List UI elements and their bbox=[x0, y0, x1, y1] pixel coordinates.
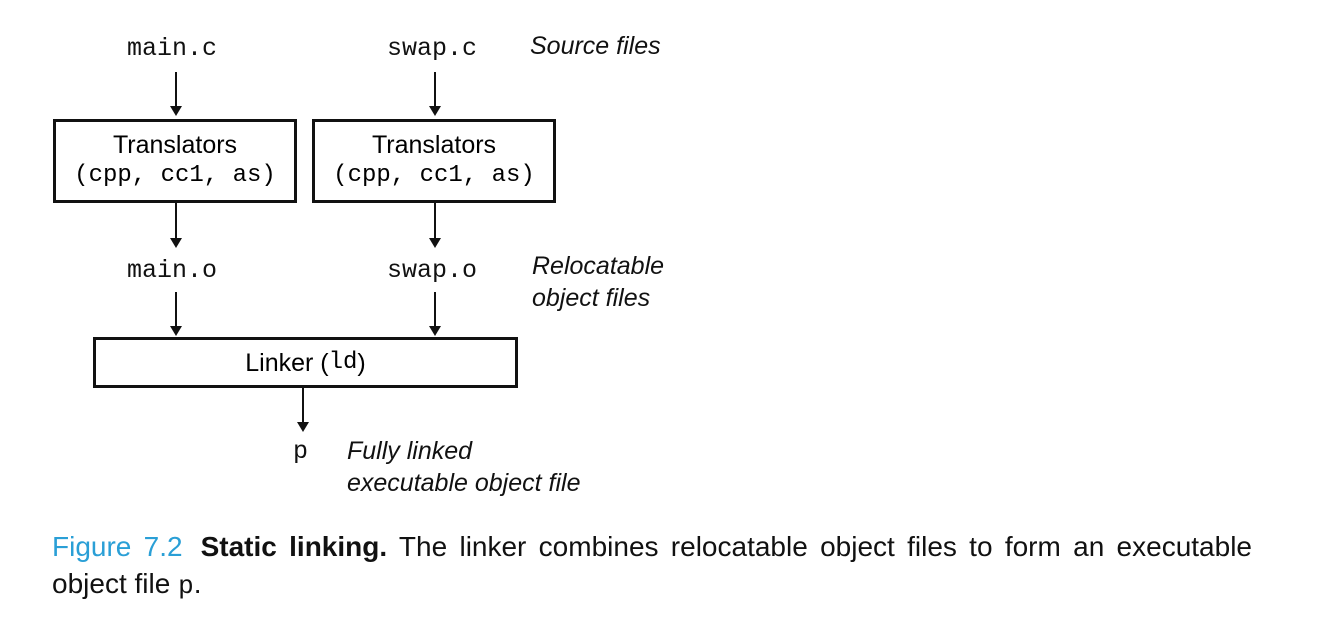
caption-code: p bbox=[178, 571, 194, 601]
file-p: p bbox=[293, 437, 309, 466]
note-source-files: Source files bbox=[530, 32, 661, 60]
translator-box-main: Translators (cpp, cc1, as) bbox=[53, 119, 297, 203]
linker-tool: ld bbox=[328, 348, 358, 376]
figure-number: Figure 7.2 bbox=[52, 531, 183, 562]
figure-caption: Figure 7.2 Static linking. The linker com… bbox=[52, 528, 1252, 605]
caption-title: Static linking. bbox=[200, 531, 388, 562]
translator-tools: (cpp, cc1, as) bbox=[74, 162, 276, 189]
note-executable-1: Fully linked bbox=[347, 437, 473, 465]
translator-tools: (cpp, cc1, as) bbox=[333, 162, 535, 189]
caption-text: The linker combines relocatable object f… bbox=[52, 531, 1252, 599]
caption-end: . bbox=[193, 568, 202, 599]
linker-label: Linker ( bbox=[245, 348, 329, 377]
note-relocatable-2: object files bbox=[532, 284, 651, 312]
file-main-c: main.c bbox=[127, 34, 218, 63]
translator-title: Translators bbox=[112, 131, 238, 159]
translator-title: Translators bbox=[371, 131, 497, 159]
note-executable-2: executable object file bbox=[347, 469, 581, 497]
translator-box-swap: Translators (cpp, cc1, as) bbox=[312, 119, 556, 203]
linker-close: ) bbox=[357, 348, 366, 377]
linker-box: Linker (ld) bbox=[93, 337, 518, 388]
file-swap-o: swap.o bbox=[387, 256, 478, 285]
file-main-o: main.o bbox=[127, 256, 218, 285]
note-relocatable-1: Relocatable bbox=[532, 252, 665, 280]
file-swap-c: swap.c bbox=[387, 34, 478, 63]
